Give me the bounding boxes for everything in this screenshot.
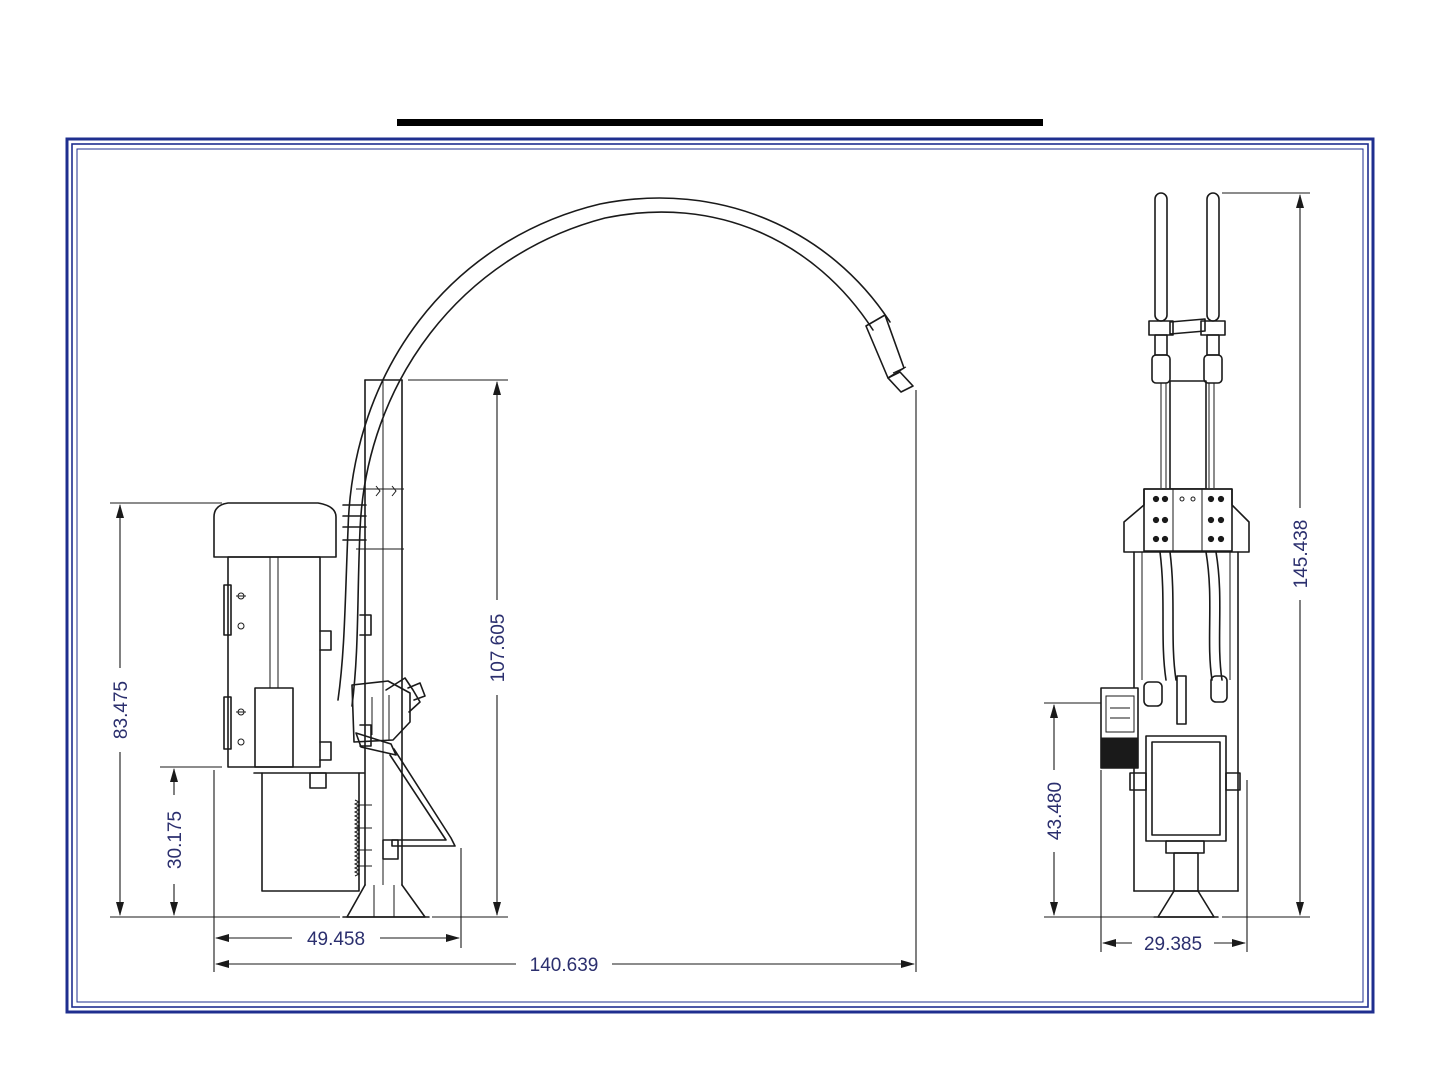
housing-brackets	[320, 615, 371, 760]
drawing-frame	[67, 139, 1373, 1012]
dim-front-base-width: 29.385	[1144, 934, 1202, 955]
upper-tubes	[1149, 193, 1225, 488]
dim-column-height: 107.605	[488, 614, 509, 683]
title-bar	[397, 119, 1043, 126]
dim-housing-height: 83.475	[111, 681, 132, 739]
column	[356, 380, 404, 885]
dimension-lines	[110, 193, 1310, 972]
dim-front-panel-height: 43.480	[1045, 782, 1066, 840]
support-strut	[383, 749, 455, 859]
dim-lower-height: 30.175	[165, 811, 186, 869]
valve-assembly	[352, 678, 425, 755]
front-panel	[1130, 736, 1240, 841]
front-view	[1101, 193, 1249, 917]
dim-front-overall-height: 145.438	[1291, 520, 1312, 589]
lower-tank	[254, 773, 364, 891]
base-foot	[343, 885, 429, 917]
mounting-plate	[1124, 489, 1249, 552]
dim-overall-width: 140.639	[530, 955, 599, 976]
arched-hose	[338, 198, 913, 706]
side-view	[214, 198, 913, 917]
front-stand	[1154, 841, 1218, 917]
front-column	[1170, 381, 1206, 489]
housing-body	[224, 557, 320, 767]
housing-cap	[214, 503, 336, 557]
dim-base-width: 49.458	[307, 929, 365, 950]
